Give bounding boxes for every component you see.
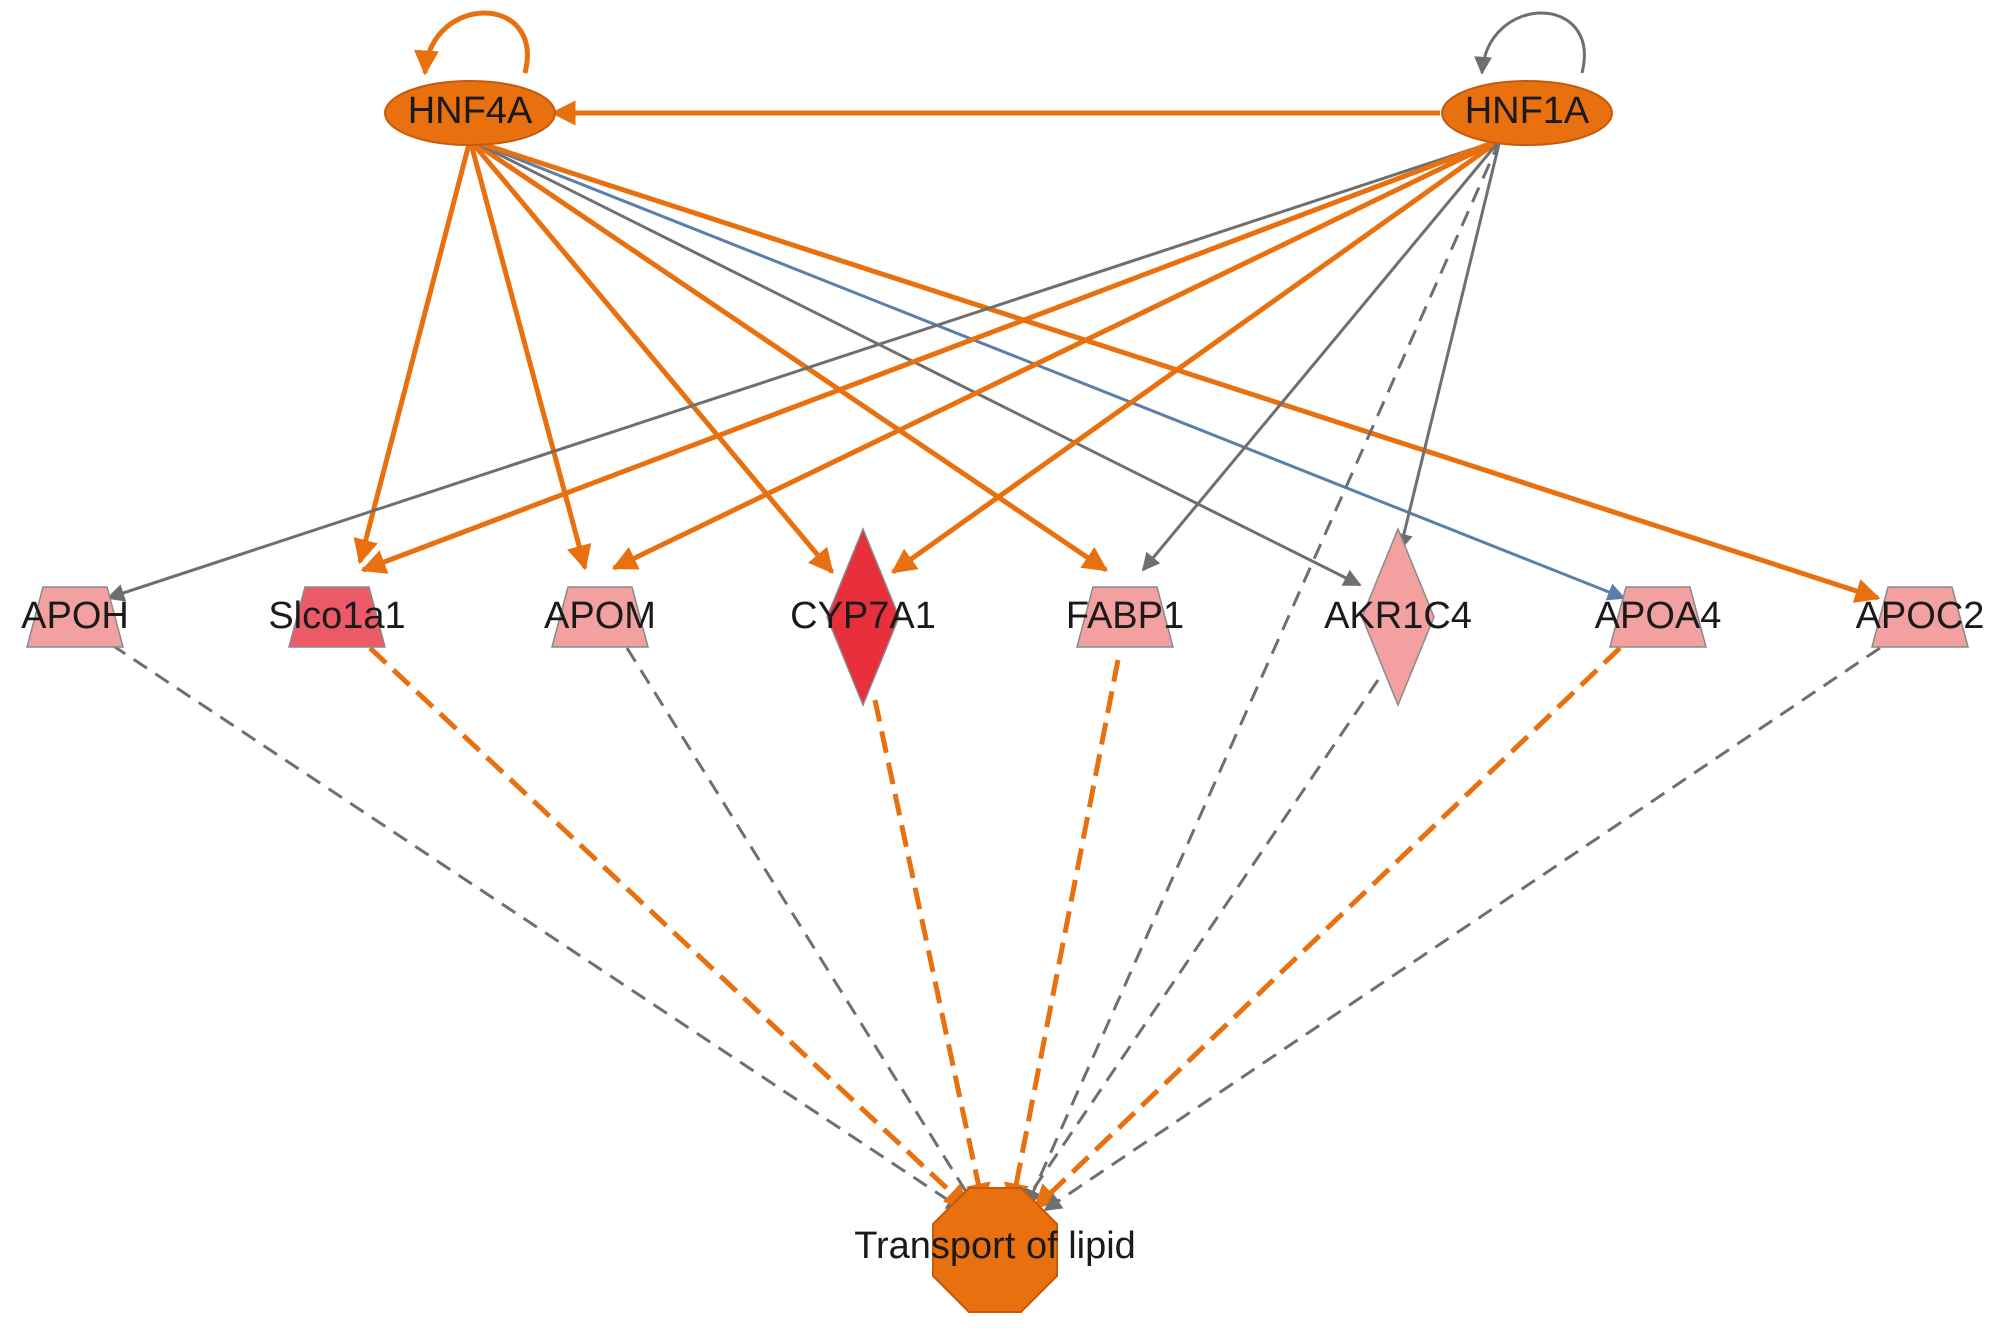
edge-apom-to-transport (625, 647, 977, 1208)
edge-hnf1a-to-transport (1025, 139, 1502, 1208)
edge-hnf1a-to-slco1a1 (360, 137, 1501, 574)
edge-hnf1a-to-akr1c4 (1395, 139, 1502, 552)
edge-akr1c4-to-transport (1020, 679, 1380, 1208)
node-transport[interactable]: Transport of lipid (854, 1187, 1136, 1313)
node-cyp7a1-label: CYP7A1 (790, 595, 936, 637)
node-apom-shape (551, 586, 649, 648)
node-hnf1a-shape (1441, 80, 1613, 146)
node-cyp7a1[interactable]: CYP7A1 (790, 527, 936, 707)
node-fabp1[interactable]: FABP1 (1066, 586, 1184, 648)
node-slco1a1[interactable]: Slco1a1 (268, 586, 406, 648)
edge-slco1a1-to-transport (368, 646, 970, 1210)
node-transport-label: Transport of lipid (854, 1225, 1136, 1267)
edge-apoh-to-transport (111, 643, 965, 1212)
edge-apoc2-to-transport (1043, 646, 1881, 1212)
node-apoc2-label: APOC2 (1856, 595, 1985, 637)
edge-cyp7a1-to-transport (872, 699, 991, 1209)
node-hnf4a-label: HNF4A (408, 90, 533, 132)
node-fabp1-shape (1076, 586, 1174, 648)
node-apoh[interactable]: APOH (21, 586, 129, 648)
edge-hnf1a-to-fabp1 (1141, 139, 1502, 572)
node-apoa4[interactable]: APOA4 (1595, 586, 1722, 648)
node-fabp1-label: FABP1 (1066, 595, 1184, 637)
edge-hnf4a-to-slco1a1 (353, 139, 473, 565)
node-akr1c4-shape (1361, 527, 1435, 707)
node-apoc2[interactable]: APOC2 (1856, 586, 1985, 648)
node-hnf4a[interactable]: HNF4A (384, 80, 556, 146)
node-apoc2-shape (1871, 586, 1969, 648)
node-hnf1a-label: HNF1A (1465, 90, 1590, 132)
node-apom[interactable]: APOM (544, 586, 656, 648)
edge-hnf4a-to-hnf4a (413, 10, 530, 76)
node-apoh-label: APOH (21, 595, 129, 637)
nodes-layer: HNF4A HNF1A APOH Slco1a1 APOM CYP7A1 FABP1 AKR1… (21, 80, 1985, 1313)
edges-layer (106, 10, 1881, 1212)
node-cyp7a1-shape (826, 527, 900, 707)
node-akr1c4-label: AKR1C4 (1324, 595, 1472, 637)
edge-hnf1a-to-cyp7a1 (890, 137, 1502, 575)
edge-fabp1-to-transport (1004, 659, 1121, 1209)
node-slco1a1-label: Slco1a1 (268, 595, 405, 637)
edge-hnf4a-to-apom (467, 139, 592, 571)
node-apoa4-shape (1609, 586, 1707, 648)
node-hnf1a[interactable]: HNF1A (1441, 80, 1613, 146)
node-hnf4a-shape (384, 80, 556, 146)
edge-apoa4-to-transport (1033, 646, 1622, 1210)
edge-hnf1a-to-apom (611, 137, 1502, 571)
edge-hnf4a-to-apoa4 (469, 138, 1626, 601)
edge-hnf4a-to-cyp7a1 (468, 138, 834, 574)
edge-hnf1a-to-hnf1a (1474, 11, 1586, 75)
node-apom-label: APOM (544, 595, 656, 637)
node-apoh-shape (26, 586, 124, 648)
edge-hnf1a-to-apoh (106, 138, 1501, 602)
node-akr1c4[interactable]: AKR1C4 (1324, 527, 1472, 707)
node-transport-shape (932, 1187, 1058, 1313)
node-apoa4-label: APOA4 (1595, 595, 1722, 637)
node-slco1a1-shape (288, 586, 386, 648)
